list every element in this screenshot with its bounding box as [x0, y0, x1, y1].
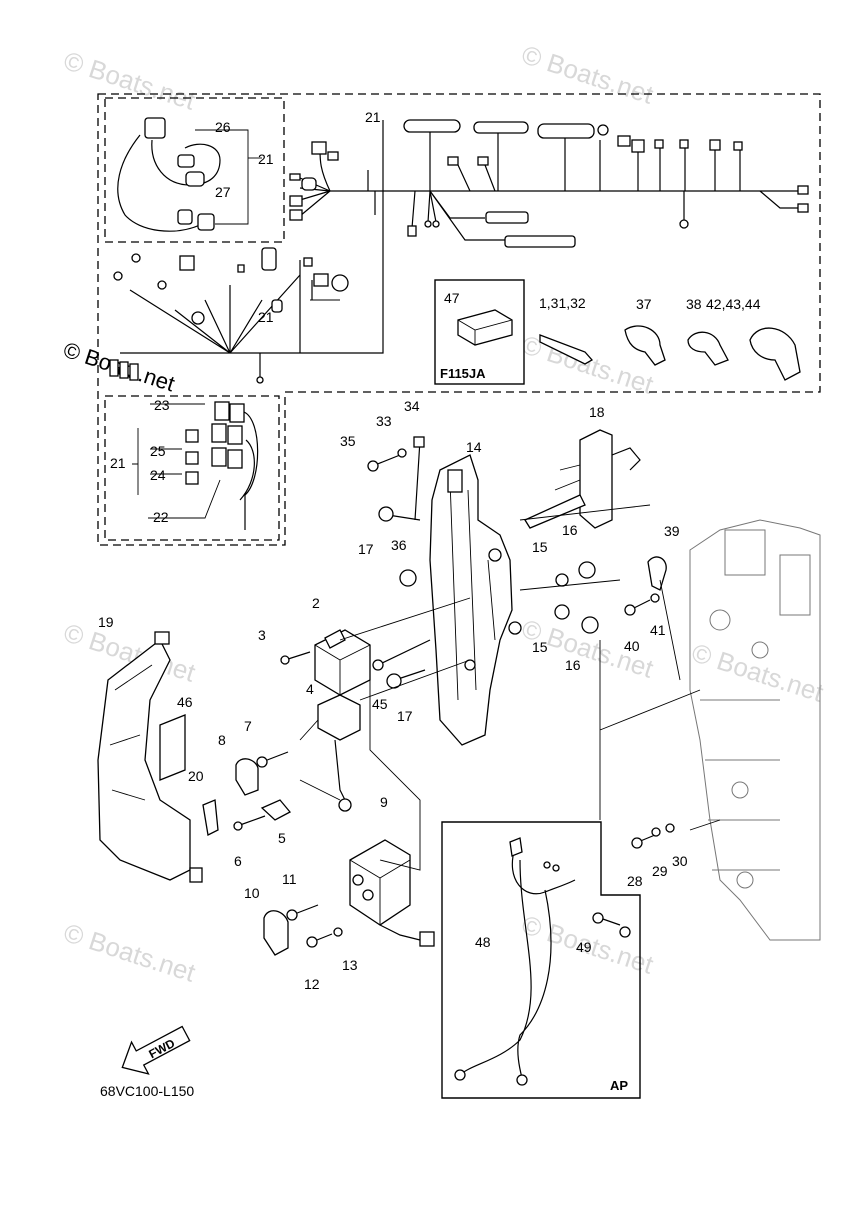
- callout-number: 47: [444, 290, 460, 306]
- callout-number: 13: [342, 957, 358, 973]
- callout-number: 21: [365, 109, 381, 125]
- callout-number: 21: [110, 455, 126, 471]
- assembly-leader-lines: [299, 504, 721, 871]
- callout-number: 27: [215, 184, 231, 200]
- callout-number: 40: [624, 638, 640, 654]
- callout-number: 17: [397, 708, 413, 724]
- watermark: © Boats.net: [60, 917, 200, 988]
- model-code-label: F115JA: [440, 366, 486, 381]
- callout-number: 36: [391, 537, 407, 553]
- callout-number: 2: [312, 595, 320, 611]
- callout-number: 9: [380, 794, 388, 810]
- callout-number: 22: [153, 509, 169, 525]
- callout-number: 7: [244, 718, 252, 734]
- callout-number: 18: [589, 404, 605, 420]
- callout-number: 16: [565, 657, 581, 673]
- rectifier-regulator: [349, 839, 435, 947]
- callout-number: 49: [576, 939, 592, 955]
- callout-number: 23: [154, 397, 170, 413]
- callout-number: 14: [466, 439, 482, 455]
- callout-number: 48: [475, 934, 491, 950]
- callout-number: 3: [258, 627, 266, 643]
- clamp-5: [260, 799, 292, 821]
- ap-box-label: AP: [610, 1078, 628, 1093]
- harness-connectors: [109, 119, 809, 384]
- callout-number: 5: [278, 830, 286, 846]
- callout-number: 28: [627, 873, 643, 889]
- callout-number: 37: [636, 296, 652, 312]
- ap-box: AP: [441, 821, 641, 1099]
- diagram-code: 68VC100-L150: [100, 1083, 194, 1099]
- callout-number: 15: [532, 539, 548, 555]
- callout-number: 38: [686, 296, 702, 312]
- callout-number: 25: [150, 443, 166, 459]
- callout-number: 24: [150, 467, 166, 483]
- callout-number: 10: [244, 885, 260, 901]
- callout-number: 21: [258, 309, 274, 325]
- harness-group-outline: [97, 93, 821, 546]
- callout-number: 15: [532, 639, 548, 655]
- fasteners: [233, 436, 675, 948]
- callout-number: 21: [258, 151, 274, 167]
- callout-number: 11: [282, 871, 297, 887]
- watermark: © Boats.net: [518, 39, 658, 110]
- holder-bracket: [524, 429, 641, 529]
- caution-label: [159, 714, 186, 781]
- model-specific-box: F115JA: [434, 279, 525, 385]
- callout-number: 4: [306, 681, 314, 697]
- callout-number: 6: [234, 853, 242, 869]
- clamps: [539, 325, 801, 381]
- callout-number: 12: [304, 976, 320, 992]
- callout-number: 45: [372, 696, 388, 712]
- callout-number: 30: [672, 853, 688, 869]
- terminal-cover-10: [263, 910, 289, 956]
- engine-block: [689, 519, 821, 941]
- callout-number: 33: [376, 413, 392, 429]
- callout-number: 16: [562, 522, 578, 538]
- callout-number: 20: [188, 768, 204, 784]
- electrical-bracket: [429, 454, 522, 746]
- relay: [314, 629, 371, 696]
- callout-number: 19: [98, 614, 114, 630]
- callout-number: 8: [218, 732, 226, 748]
- callout-number: 17: [358, 541, 374, 557]
- forward-arrow: FWD: [121, 1025, 191, 1075]
- callout-number: 26: [215, 119, 231, 135]
- callout-number: 39: [664, 523, 680, 539]
- terminal-cover-8: [235, 758, 259, 796]
- watermark: © Boats.net: [688, 637, 828, 708]
- watermark-foreground: © Boats.net: [60, 337, 177, 396]
- callout-number: 29: [652, 863, 668, 879]
- starter-relay: [317, 694, 361, 812]
- sub-harness-inset-top: [117, 117, 262, 232]
- watermark: © Boats.net: [60, 45, 200, 116]
- callout-number: 46: [177, 694, 193, 710]
- callout-numbers: 1,31,32234567891011121314151516161717181…: [98, 109, 761, 992]
- side-cover: [97, 631, 203, 883]
- wiring-harness: [120, 120, 808, 380]
- callout-number: 35: [340, 433, 356, 449]
- sub-harness-inset-bottom: [132, 401, 259, 530]
- callout-number: 42,43,44: [706, 296, 761, 312]
- holder-20: [202, 799, 219, 836]
- callout-number: 41: [650, 622, 666, 638]
- callout-number: 34: [404, 398, 420, 414]
- callout-number: 1,31,32: [539, 295, 586, 311]
